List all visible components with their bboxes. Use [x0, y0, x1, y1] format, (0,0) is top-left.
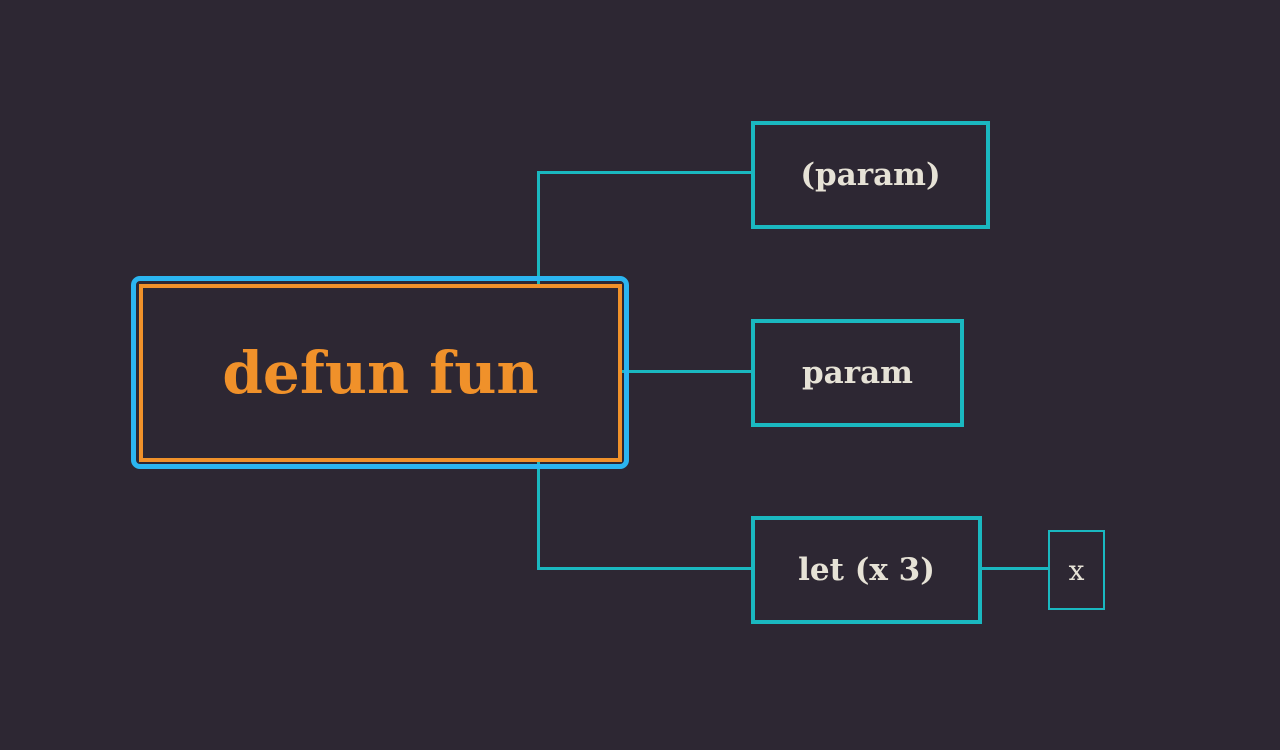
connector-root-to-let: [537, 462, 540, 570]
connector-let-to-x: [980, 567, 1049, 570]
root-node[interactable]: defun fun: [139, 284, 622, 462]
root-node-label: defun fun: [222, 339, 539, 407]
connector-root-to-param: [622, 370, 752, 373]
node-label: param: [802, 355, 913, 391]
node-param-paren[interactable]: (param): [751, 121, 990, 229]
node-let[interactable]: let (x 3): [751, 516, 982, 624]
connector-root-to-let-h: [537, 567, 752, 570]
connector-root-to-param-paren: [537, 171, 540, 284]
root-node-selection[interactable]: [131, 276, 629, 469]
node-param[interactable]: param: [751, 319, 964, 427]
node-label: (param): [800, 157, 941, 193]
node-x[interactable]: x: [1048, 530, 1105, 610]
node-label: x: [1068, 553, 1085, 587]
connector-root-to-param-paren-h: [537, 171, 752, 174]
node-label: let (x 3): [798, 552, 935, 588]
